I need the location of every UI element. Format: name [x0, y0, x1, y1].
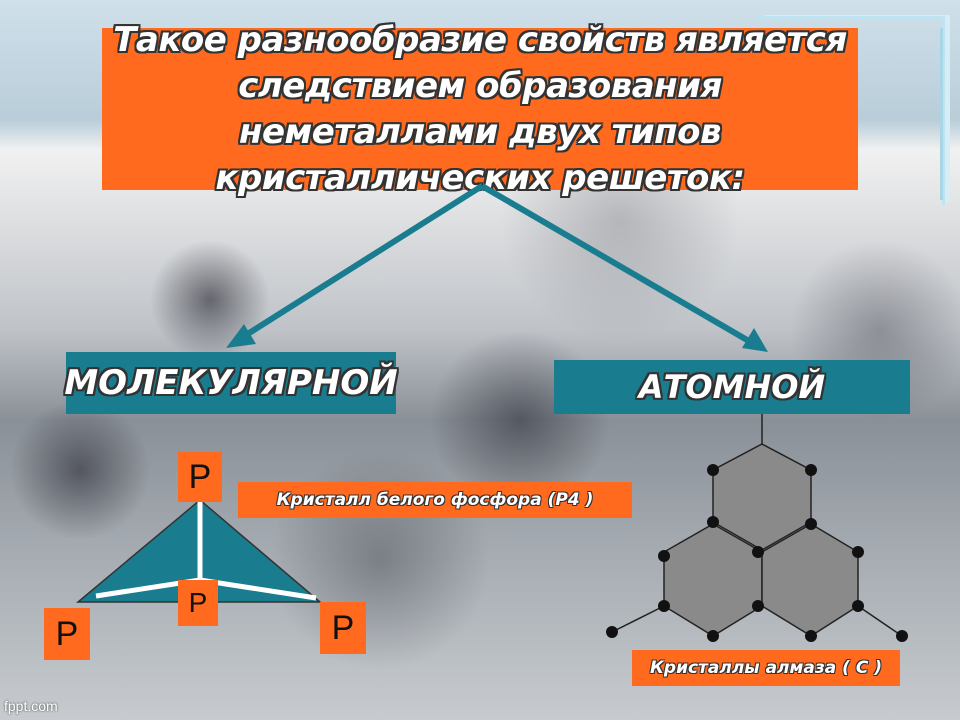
carbon-atom	[707, 630, 719, 642]
carbon-atom	[852, 600, 864, 612]
phosphorus-caption: Кристалл белого фосфора (Р4 )	[238, 482, 632, 518]
phosphorus-atom-top: Р	[178, 452, 222, 502]
phosphorus-atom-left: Р	[44, 608, 90, 660]
carbon-atom	[852, 546, 864, 558]
title-box: Такое разнообразие свойств является след…	[102, 20, 858, 198]
carbon-atom	[805, 464, 817, 476]
arrow-left-head	[226, 324, 256, 348]
carbon-atom	[707, 516, 719, 528]
arrow-right	[480, 183, 756, 347]
carbon-atom	[752, 546, 764, 558]
phosphorus-atom-right: Р	[320, 602, 366, 654]
decorative-frame-line	[930, 28, 943, 200]
atomic-lattice-box: АТОМНОЙ	[554, 360, 910, 414]
diamond-caption-text: Кристаллы алмаза ( С )	[650, 658, 882, 678]
molecular-lattice-box: МОЛЕКУЛЯРНОЙ	[64, 352, 398, 414]
carbon-atom	[658, 550, 670, 562]
decorative-frame	[758, 16, 945, 205]
arrow-right-head	[742, 328, 768, 352]
carbon-atom	[752, 600, 764, 612]
phosphorus-atom-center: Р	[178, 580, 218, 626]
arrow-left	[236, 183, 484, 343]
carbon-atom	[805, 630, 817, 642]
carbon-atom	[707, 464, 719, 476]
p-bond-right	[199, 577, 317, 601]
phosphorus-caption-text: Кристалл белого фосфора (Р4 )	[276, 490, 594, 510]
diamond-caption: Кристаллы алмаза ( С )	[632, 650, 900, 686]
molecular-lattice-label: МОЛЕКУЛЯРНОЙ	[64, 363, 398, 403]
carbon-atom	[805, 518, 817, 530]
diamond-atoms	[606, 464, 908, 642]
diamond-bond-right	[857, 605, 903, 637]
diamond-bond-left	[611, 605, 665, 633]
carbon-atom	[896, 630, 908, 642]
carbon-atom	[658, 600, 670, 612]
slide-title: Такое разнообразие свойств является след…	[113, 20, 847, 198]
carbon-atom	[606, 626, 618, 638]
atomic-lattice-label: АТОМНОЙ	[638, 368, 826, 406]
footer-watermark: fppt.com	[4, 698, 58, 714]
